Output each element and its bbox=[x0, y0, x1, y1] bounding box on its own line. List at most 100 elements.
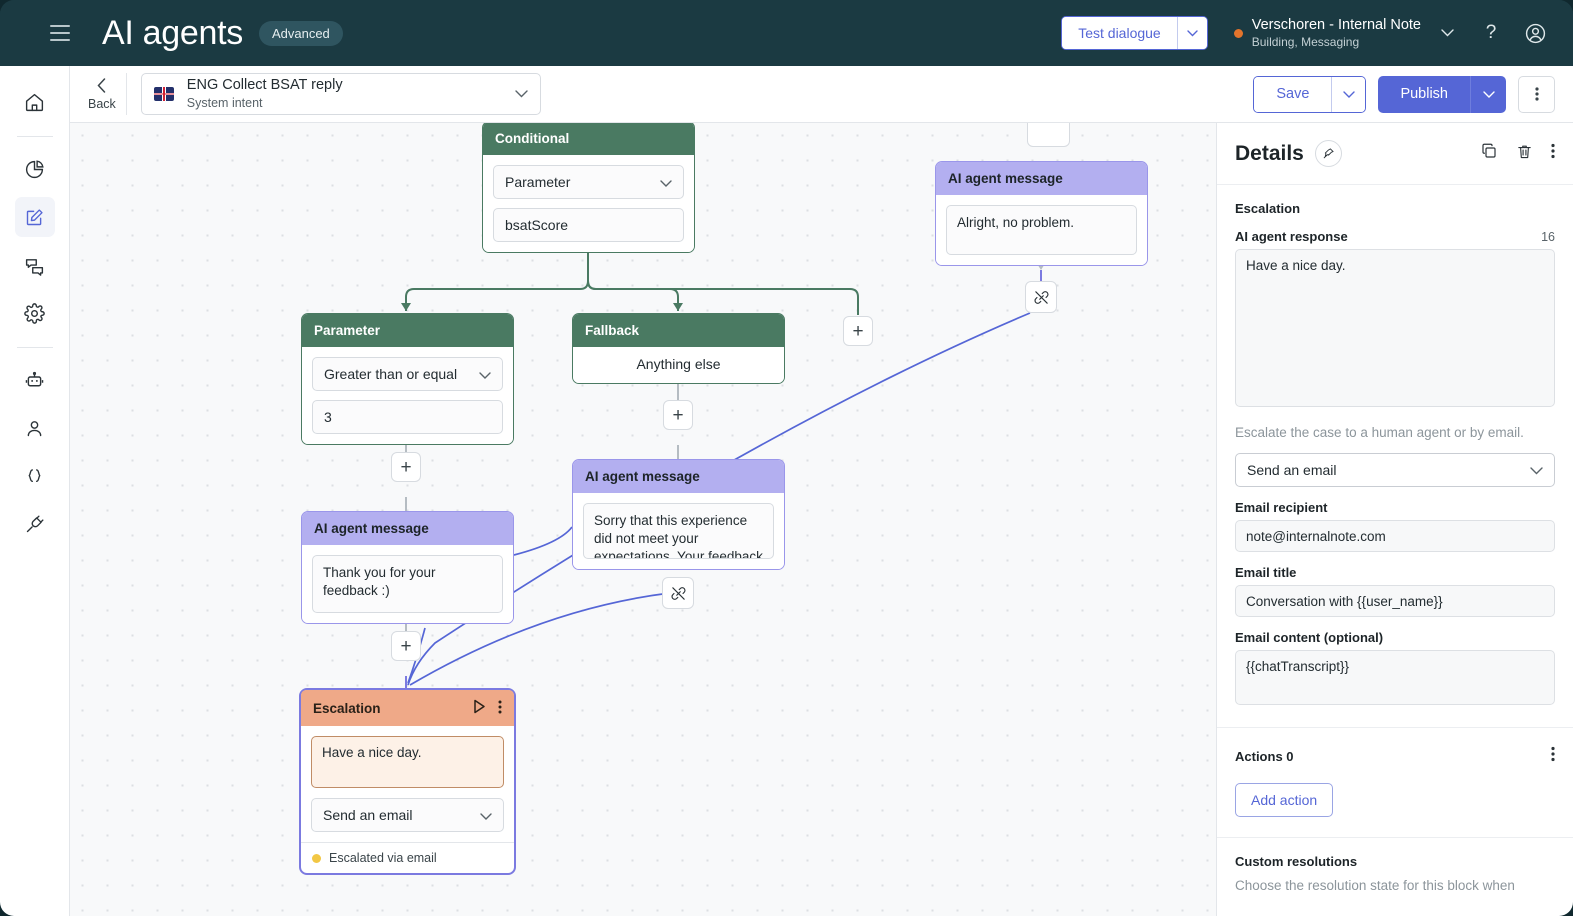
custom-resolutions-section: Custom resolutions Choose the resolution… bbox=[1217, 838, 1573, 893]
kebab-menu-icon[interactable] bbox=[498, 700, 502, 717]
parameter-value: 3 bbox=[324, 409, 332, 425]
test-dialogue-button[interactable]: Test dialogue bbox=[1062, 17, 1177, 49]
escalation-action-select[interactable]: Send an email bbox=[311, 798, 504, 832]
ai-response-textarea[interactable]: Have a nice day. bbox=[1235, 249, 1555, 407]
node-ai-message-alright-title: AI agent message bbox=[936, 162, 1147, 195]
app-title: AI agents bbox=[102, 13, 243, 52]
email-title-input[interactable]: Conversation with {{user_name}} bbox=[1235, 585, 1555, 618]
sidebar-item-integrations[interactable] bbox=[15, 504, 55, 544]
email-content-textarea[interactable]: {{chatTranscript}} bbox=[1235, 650, 1555, 706]
node-stub-top[interactable] bbox=[1027, 123, 1070, 147]
publish-caret-icon[interactable] bbox=[1470, 75, 1506, 113]
actions-kebab-menu-icon[interactable] bbox=[1551, 746, 1555, 767]
node-parameter-body: Greater than or equal 3 bbox=[302, 347, 513, 444]
play-icon[interactable] bbox=[473, 699, 486, 717]
trash-icon[interactable] bbox=[1516, 143, 1533, 165]
node-escalation-body: Have a nice day. Send an email bbox=[301, 726, 514, 832]
chevron-down-icon bbox=[479, 366, 491, 382]
ai-message-thankyou-text[interactable]: Thank you for your feedback :) bbox=[312, 555, 503, 613]
node-fallback[interactable]: Fallback Anything else bbox=[572, 313, 785, 384]
save-button[interactable]: Save bbox=[1254, 76, 1332, 112]
ai-response-row: AI agent response 16 bbox=[1235, 229, 1555, 244]
sub-toolbar: Back ENG Collect BSAT reply System inten… bbox=[0, 66, 1573, 123]
email-content-row: Email content (optional) bbox=[1235, 630, 1555, 645]
publish-group: Publish bbox=[1378, 75, 1506, 113]
rail-divider-2 bbox=[16, 347, 53, 348]
sub-toolbar-right: Save Publish bbox=[1253, 75, 1573, 113]
escalation-type-value: Send an email bbox=[1247, 462, 1337, 479]
uk-flag-icon bbox=[153, 87, 174, 101]
sidebar-item-bots[interactable] bbox=[15, 360, 55, 400]
broken-link-icon-sorry[interactable] bbox=[662, 577, 694, 609]
kebab-menu-icon[interactable] bbox=[1551, 143, 1555, 164]
email-recipient-input[interactable]: note@internalnote.com bbox=[1235, 520, 1555, 553]
custom-resolutions-label: Custom resolutions bbox=[1235, 854, 1358, 870]
conditional-parameter-name-value: bsatScore bbox=[505, 217, 569, 233]
broken-link-icon-alright[interactable] bbox=[1025, 281, 1057, 313]
publish-button[interactable]: Publish bbox=[1400, 86, 1448, 102]
email-title-row: Email title bbox=[1235, 565, 1555, 580]
escalation-message-text[interactable]: Have a nice day. bbox=[311, 736, 504, 788]
add-node-button-parameter[interactable]: + bbox=[391, 452, 421, 482]
intent-text: ENG Collect BSAT reply System intent bbox=[187, 76, 343, 111]
chevron-down-icon bbox=[660, 174, 672, 190]
node-ai-message-sorry[interactable]: AI agent message Sorry that this experie… bbox=[572, 459, 785, 570]
test-dialogue-caret-icon[interactable] bbox=[1176, 17, 1207, 49]
parameter-value-input[interactable]: 3 bbox=[312, 400, 503, 434]
intent-title: ENG Collect BSAT reply bbox=[186, 77, 343, 94]
sidebar-item-settings[interactable] bbox=[15, 293, 55, 333]
conditional-parameter-select[interactable]: Parameter bbox=[493, 165, 684, 199]
email-recipient-label: Email recipient bbox=[1235, 500, 1328, 516]
node-ai-message-thankyou-body: Thank you for your feedback :) bbox=[302, 545, 513, 623]
intent-selector[interactable]: ENG Collect BSAT reply System intent bbox=[140, 73, 541, 115]
node-ai-message-alright[interactable]: AI agent message Alright, no problem. bbox=[935, 161, 1148, 266]
pin-icon[interactable] bbox=[1314, 140, 1342, 167]
node-ai-message-alright-body: Alright, no problem. bbox=[936, 195, 1147, 265]
node-conditional-body: Parameter bsatScore bbox=[483, 155, 694, 252]
add-node-button-fallback[interactable]: + bbox=[663, 400, 693, 430]
node-parameter[interactable]: Parameter Greater than or equal 3 bbox=[301, 313, 514, 445]
node-escalation-title: Escalation bbox=[313, 700, 381, 716]
email-title-label: Email title bbox=[1235, 565, 1297, 581]
ai-message-alright-text[interactable]: Alright, no problem. bbox=[946, 205, 1137, 255]
ai-response-label: AI agent response bbox=[1235, 229, 1348, 244]
node-ai-message-sorry-body: Sorry that this experience did not meet … bbox=[573, 493, 784, 569]
flow-canvas[interactable]: Conditional Parameter bsatScore Paramete… bbox=[70, 123, 1216, 916]
node-ai-message-thankyou[interactable]: AI agent message Thank you for your feed… bbox=[301, 511, 514, 624]
user-circle-icon[interactable] bbox=[1517, 15, 1553, 51]
parameter-operator-select[interactable]: Greater than or equal bbox=[312, 357, 503, 391]
back-button[interactable]: Back bbox=[78, 73, 127, 115]
sidebar-item-analytics[interactable] bbox=[15, 149, 55, 189]
help-icon[interactable]: ? bbox=[1485, 22, 1497, 43]
status-dot-icon bbox=[312, 853, 321, 863]
account-chevron-down-icon[interactable] bbox=[1429, 15, 1465, 51]
add-action-button[interactable]: Add action bbox=[1235, 783, 1334, 818]
node-escalation-header-icons bbox=[473, 699, 502, 717]
node-conditional[interactable]: Conditional Parameter bsatScore bbox=[482, 123, 695, 253]
add-node-button-branch[interactable]: + bbox=[843, 316, 873, 346]
node-fallback-title: Fallback bbox=[573, 314, 784, 347]
account-switcher[interactable]: Verschoren - Internal Note Building, Mes… bbox=[1233, 16, 1421, 49]
conditional-parameter-name-input[interactable]: bsatScore bbox=[493, 208, 684, 242]
node-escalation[interactable]: Escalation Have a nice day. Send an emai… bbox=[299, 688, 516, 875]
sidebar-item-variables[interactable] bbox=[15, 456, 55, 496]
account-name: Verschoren - Internal Note bbox=[1251, 17, 1421, 34]
account-text: Verschoren - Internal Note Building, Mes… bbox=[1252, 16, 1421, 49]
node-fallback-body: Anything else bbox=[573, 347, 784, 383]
sidebar-item-users[interactable] bbox=[15, 408, 55, 448]
escalation-type-select[interactable]: Send an email bbox=[1235, 453, 1555, 488]
ai-message-sorry-text[interactable]: Sorry that this experience did not meet … bbox=[583, 503, 774, 559]
sidebar-item-home[interactable] bbox=[15, 82, 55, 122]
status-dot-icon bbox=[1233, 28, 1243, 38]
save-caret-icon[interactable] bbox=[1331, 76, 1366, 112]
sidebar-item-conversations[interactable] bbox=[15, 245, 55, 285]
hamburger-icon[interactable] bbox=[40, 13, 80, 53]
add-node-button-thankyou[interactable]: + bbox=[391, 631, 421, 661]
advanced-badge: Advanced bbox=[258, 20, 343, 46]
sidebar-item-builder[interactable] bbox=[14, 197, 55, 237]
node-conditional-title: Conditional bbox=[483, 123, 694, 155]
more-options-button[interactable] bbox=[1518, 75, 1555, 113]
copy-icon[interactable] bbox=[1480, 142, 1498, 165]
actions-label: Actions 0 bbox=[1235, 749, 1294, 765]
chevron-down-icon bbox=[1530, 462, 1543, 478]
